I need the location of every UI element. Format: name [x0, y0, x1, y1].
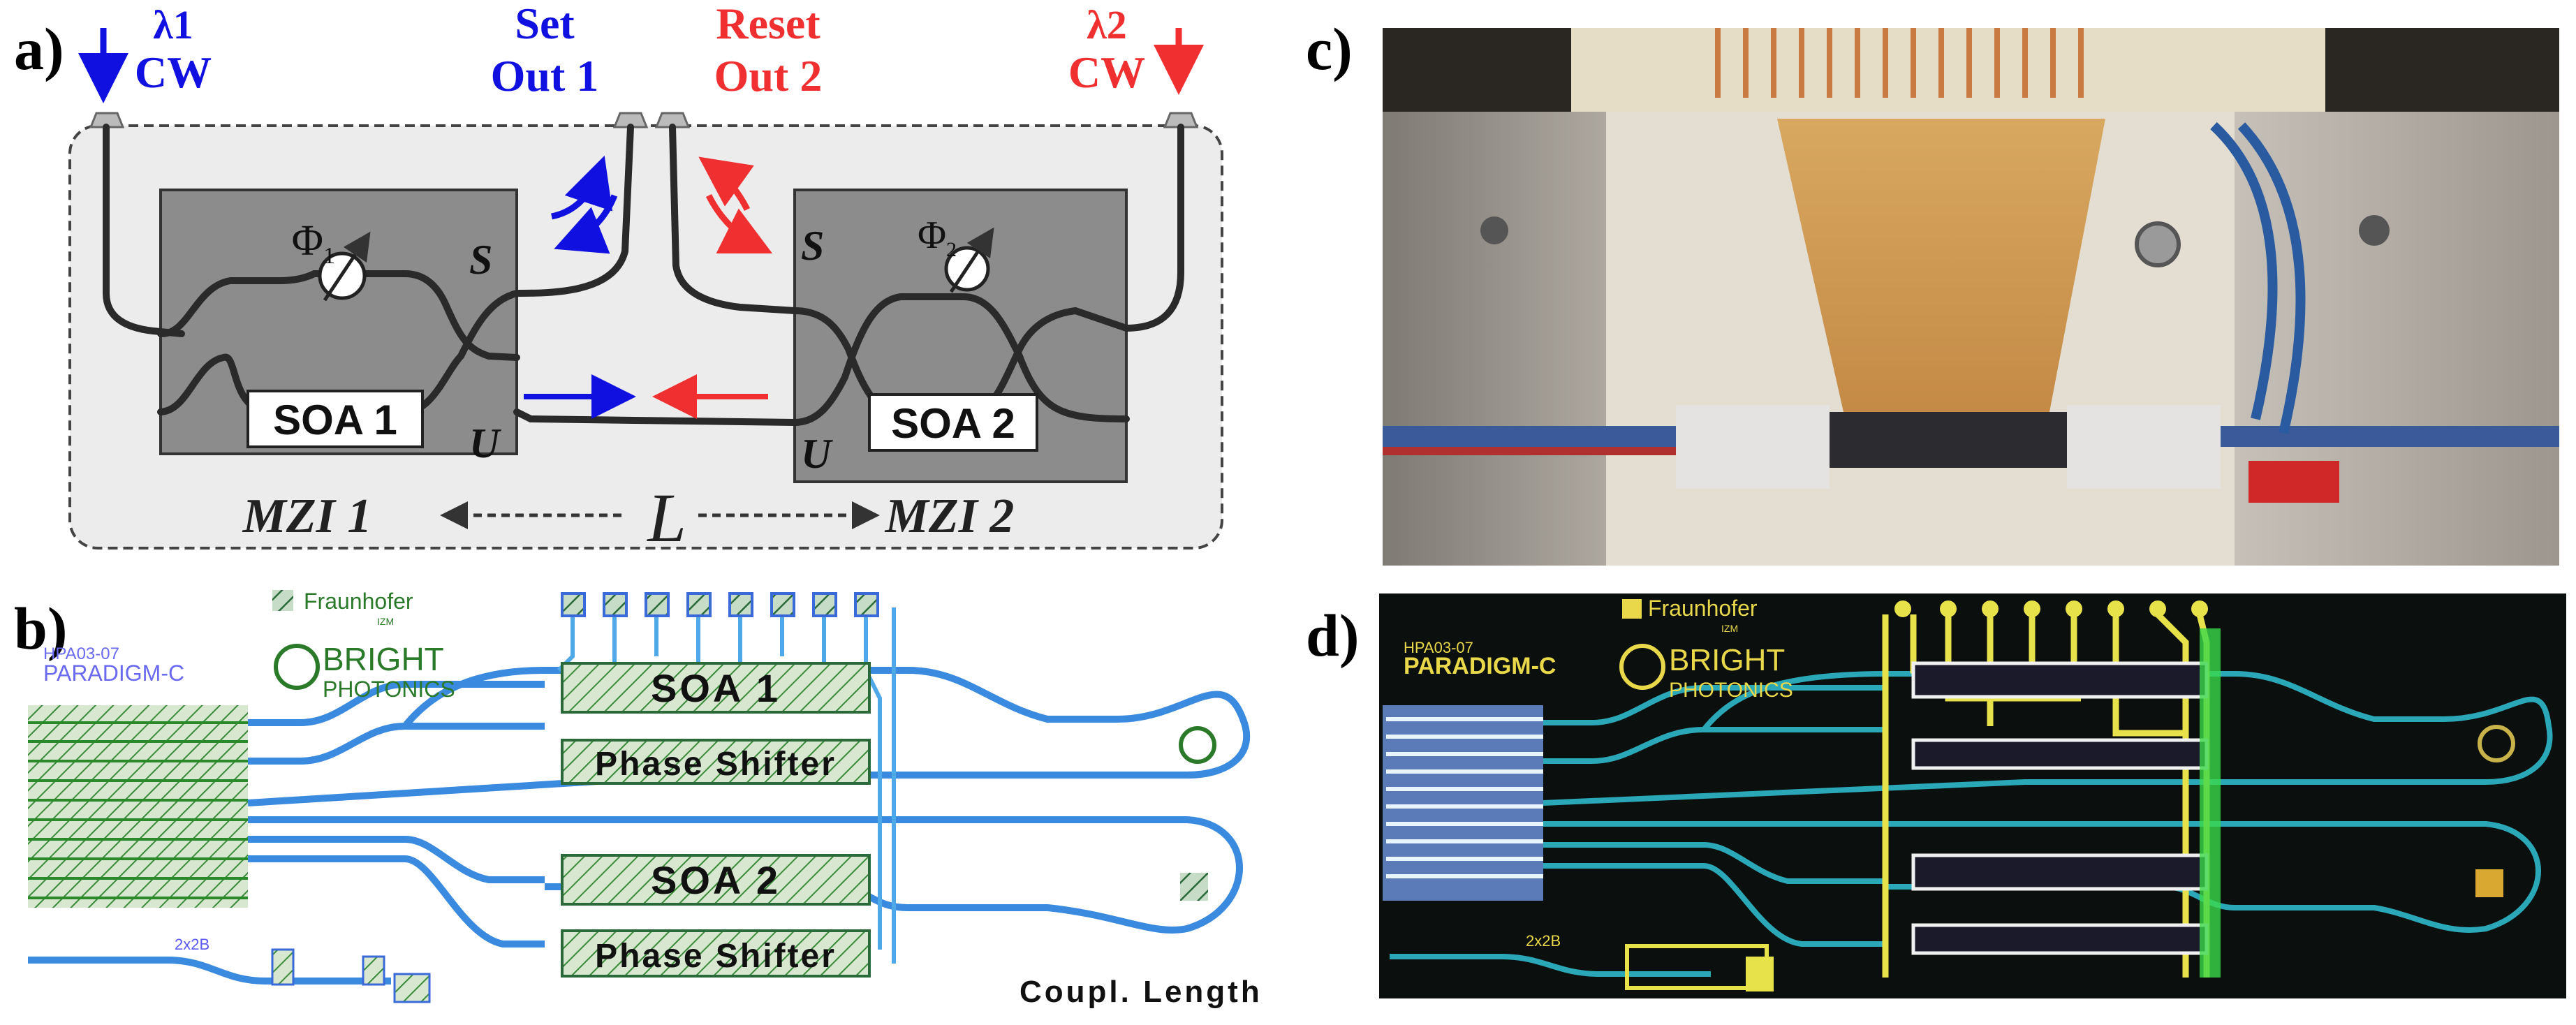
- soa1-box: [246, 390, 424, 448]
- panel-label-c: c): [1306, 15, 1353, 82]
- alignment-mark-square: [1180, 873, 1208, 901]
- coupler-label-b: 2x2B: [175, 936, 209, 953]
- soa1-block: [561, 662, 871, 714]
- mzi1-label: MZI 1: [242, 489, 372, 543]
- cw2-label: CW: [1068, 47, 1145, 97]
- photonics-label-b: PHOTONICS: [323, 677, 455, 702]
- cw1-label: CW: [135, 47, 212, 97]
- chip-name-b: PARADIGM-C: [43, 661, 184, 686]
- panel-label-a: a): [14, 15, 64, 82]
- bright-label-b: BRIGHT: [323, 641, 444, 677]
- phi2-symbol: Φ2: [918, 214, 957, 261]
- izm-label-b: IZM: [377, 616, 394, 627]
- phi1-symbol: Φ1: [292, 217, 335, 269]
- photonics-label-d: PHOTONICS: [1669, 679, 1793, 702]
- fiber-right: [2221, 426, 2559, 447]
- mzi2-upper-arm: [791, 293, 1130, 426]
- wg-b-coupler: [28, 957, 391, 985]
- soa2-box: [868, 393, 1038, 452]
- wg-b-3: [248, 836, 545, 883]
- phase2-label-b: Phase Shifter: [595, 938, 837, 975]
- phase-shifter1-block: [561, 739, 871, 785]
- wg-input-1: [103, 124, 185, 337]
- reset-down-arrow: [705, 193, 773, 254]
- mzi2-s-port: S: [801, 223, 824, 269]
- out2-label: Out 2: [714, 51, 823, 101]
- panel-label-d: d): [1306, 602, 1360, 669]
- length-l-label: L: [646, 479, 686, 556]
- soa2-device: [1911, 853, 2209, 891]
- output-coupler-1: [612, 112, 649, 128]
- alignment-mark-d-square: [2475, 869, 2503, 897]
- soa2-block: [561, 854, 871, 906]
- soa1-label: SOA 1: [273, 397, 397, 443]
- set-down-arrow: [554, 194, 618, 254]
- izm-label-d: IZM: [1721, 623, 1738, 634]
- fiber-array-glow: [1383, 705, 1543, 901]
- wg-link: [513, 408, 798, 426]
- wg-out1: [513, 124, 634, 297]
- mzi1-upper-arm: [157, 270, 520, 361]
- mzi2-label: MZI 2: [885, 489, 1015, 543]
- bond-pad: [770, 592, 795, 617]
- panel-a-schematic: λ1 CW Set Out 1 Reset Out 2 λ2 CW Φ1 Φ2 …: [68, 0, 1223, 556]
- set-label: Set: [515, 0, 575, 48]
- fraunhofer-logo-icon: [272, 590, 293, 611]
- phase1-label-b: Phase Shifter: [595, 746, 837, 783]
- soa1-label-b: SOA 1: [651, 666, 781, 710]
- output-coupler-2: [654, 112, 691, 128]
- soa1-device: [1911, 661, 2209, 699]
- bright-photonics-logo-d-icon: [1619, 644, 1665, 690]
- soa2-label: SOA 2: [891, 400, 1015, 447]
- photonic-chip: [1830, 412, 2067, 468]
- mzi2-u-port: U: [801, 431, 833, 477]
- fraunhofer-label-b: Fraunhofer: [304, 589, 413, 614]
- fiber-array-pads: [28, 705, 248, 908]
- bond-pad: [561, 592, 586, 617]
- coupl-length-label: Coupl. Length: [1020, 975, 1263, 1009]
- wg-b-4: [248, 855, 545, 947]
- bright-photonics-logo-icon: [274, 644, 320, 690]
- bond-pad: [728, 592, 753, 617]
- flex-cable: [1777, 119, 2105, 412]
- reset-up-arrow: [698, 156, 754, 212]
- coupler-label-d: 2x2B: [1526, 932, 1561, 950]
- bond-pad: [854, 592, 879, 617]
- wg-b-loop-bottom: [248, 816, 1243, 934]
- soa2-label-b: SOA 2: [651, 858, 781, 902]
- panel-label-b: b): [14, 595, 68, 662]
- chip-id-d: HPA03-07: [1404, 639, 1473, 656]
- wg-b-1: [248, 681, 545, 726]
- wg-out2: [669, 124, 798, 314]
- fraunhofer-logo-d-icon: [1622, 599, 1642, 619]
- screw-icon: [2135, 221, 2181, 267]
- fraunhofer-label-d: Fraunhofer: [1648, 596, 1758, 621]
- bond-pad: [603, 592, 628, 617]
- input-coupler-2: [1163, 112, 1199, 128]
- bright-label-d: BRIGHT: [1669, 643, 1785, 677]
- out1-label: Out 1: [491, 51, 599, 101]
- lambda2-label: λ2: [1087, 2, 1127, 47]
- pcb-connector: [1571, 28, 2325, 112]
- bond-pad: [645, 592, 670, 617]
- input-coupler-1: [89, 112, 125, 128]
- phase-shifter1-device: [1911, 738, 2209, 770]
- alignment-mark-d-icon: [2478, 725, 2515, 762]
- wg-input-2: [1072, 124, 1184, 332]
- fiber-left: [1383, 426, 1676, 447]
- mzi1-s-port: S: [469, 237, 492, 283]
- reset-label: Reset: [716, 0, 820, 48]
- mzi1-u-port: U: [469, 420, 501, 466]
- alignment-mark-icon: [1179, 726, 1216, 764]
- phase-shifter2-block: [561, 929, 871, 978]
- lambda1-label: λ1: [153, 2, 193, 47]
- wg-b-2: [248, 723, 545, 765]
- phase-shifter2-device: [1911, 923, 2209, 955]
- bond-pad: [812, 592, 837, 617]
- chip-name-d: PARADIGM-C: [1404, 653, 1556, 679]
- bond-pad: [686, 592, 712, 617]
- wg-b-loop-top: [247, 667, 1251, 806]
